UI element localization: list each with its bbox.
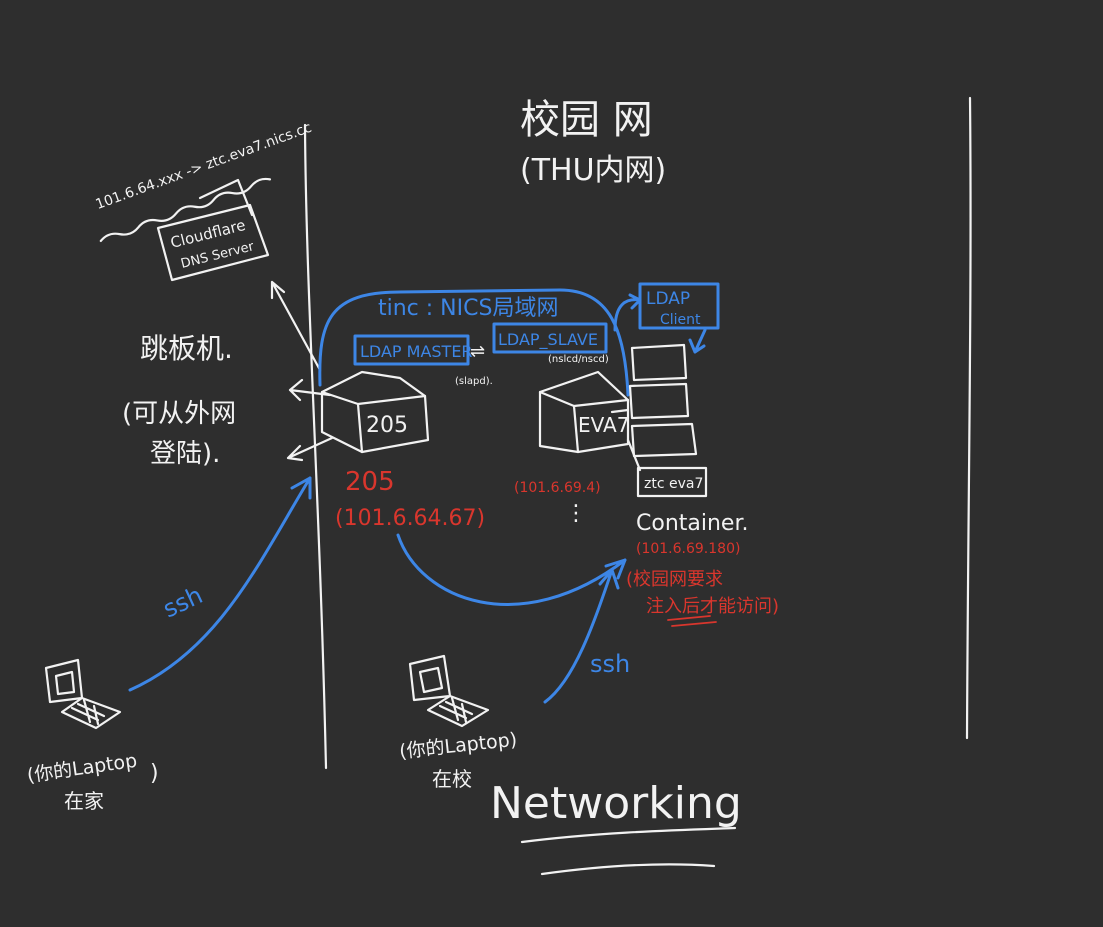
server-205-box: 205 (320, 370, 430, 454)
server-eva7-box: EVA7 (538, 370, 629, 454)
container-note2: 注入后才能访问) (646, 596, 779, 617)
laptop-home-close: ) (150, 761, 159, 786)
ldap-client-line1: LDAP (646, 289, 690, 309)
server-205-ip: (101.6.64.67) (335, 506, 485, 531)
laptop-campus-icon (408, 654, 490, 728)
laptop-campus-line2: 在校 (432, 767, 472, 791)
server-eva7-ip: (101.6.69.4) (514, 480, 601, 496)
jump-host-note1: (可从外网 (122, 399, 236, 429)
container-stack (610, 343, 698, 472)
jump-arrow-upper (288, 378, 332, 402)
ldap-master-box (353, 334, 470, 366)
ldap-client-box (638, 282, 720, 330)
jump-arrow-lower (286, 436, 334, 462)
slapd-note: (slapd). (455, 376, 493, 387)
jump-to-container-arrow (396, 533, 627, 606)
footer-underline (520, 826, 737, 876)
external-boundary-line (303, 123, 328, 770)
cloudflare-dns-server: Cloudflare DNS Server (156, 178, 270, 282)
ldap-slave: LDAP_SLAVE (498, 330, 598, 350)
server-205-name: 205 (345, 467, 395, 497)
container-ip: (101.6.69.180) (636, 541, 740, 557)
server-eva7-dots: ⋮ (565, 501, 587, 526)
container-note-underline (667, 615, 717, 627)
ztc-eva7-tag: ztc eva7 (644, 476, 703, 492)
ldap-client-arrow-in (613, 293, 642, 332)
ldap-sync-arrow: ⇌ (470, 341, 485, 362)
tinc-label: tinc : NICS局域网 (378, 296, 558, 321)
laptop-home-line1: (你的Laptop (26, 750, 139, 787)
ztc-eva7-tag-box (636, 466, 708, 498)
ldap-client-arrow-out (688, 328, 707, 354)
laptop-home-line2: 在家 (64, 789, 104, 813)
server-205-box-label: 205 (366, 413, 408, 438)
ldap-slave-box (492, 322, 608, 354)
dns-mapping: 101.6.64.xxx -> ztc.eva7.nics.cc (93, 120, 313, 213)
ssh-home-arrow (128, 476, 312, 692)
ldap-master: LDAP MASTER (360, 342, 473, 361)
server-eva7-label: EVA7 (578, 413, 629, 437)
ldap-client-line2: Client (660, 312, 701, 328)
nslcd-note: (nslcd/nscd) (548, 354, 609, 365)
laptop-home-icon (44, 658, 122, 730)
laptop-campus-line1: (你的Laptop) (398, 729, 518, 763)
jump-host-title: 跳板机. (140, 332, 233, 365)
right-boundary-line (965, 96, 972, 740)
footer-title: Networking (490, 778, 742, 829)
ssh-campus-label: ssh (590, 650, 630, 678)
ssh-home-label: ssh (159, 581, 207, 623)
campus-subtitle: (THU内网) (520, 153, 666, 188)
jump-host-note2: 登陆). (150, 439, 220, 469)
campus-title: 校园 网 (520, 97, 653, 143)
container-note1: (校园网要求 (626, 569, 723, 590)
ssh-campus-arrow (543, 568, 620, 704)
tinc-network-loop (318, 288, 630, 397)
dns-arrow (270, 280, 322, 372)
container-label: Container. (636, 511, 748, 536)
